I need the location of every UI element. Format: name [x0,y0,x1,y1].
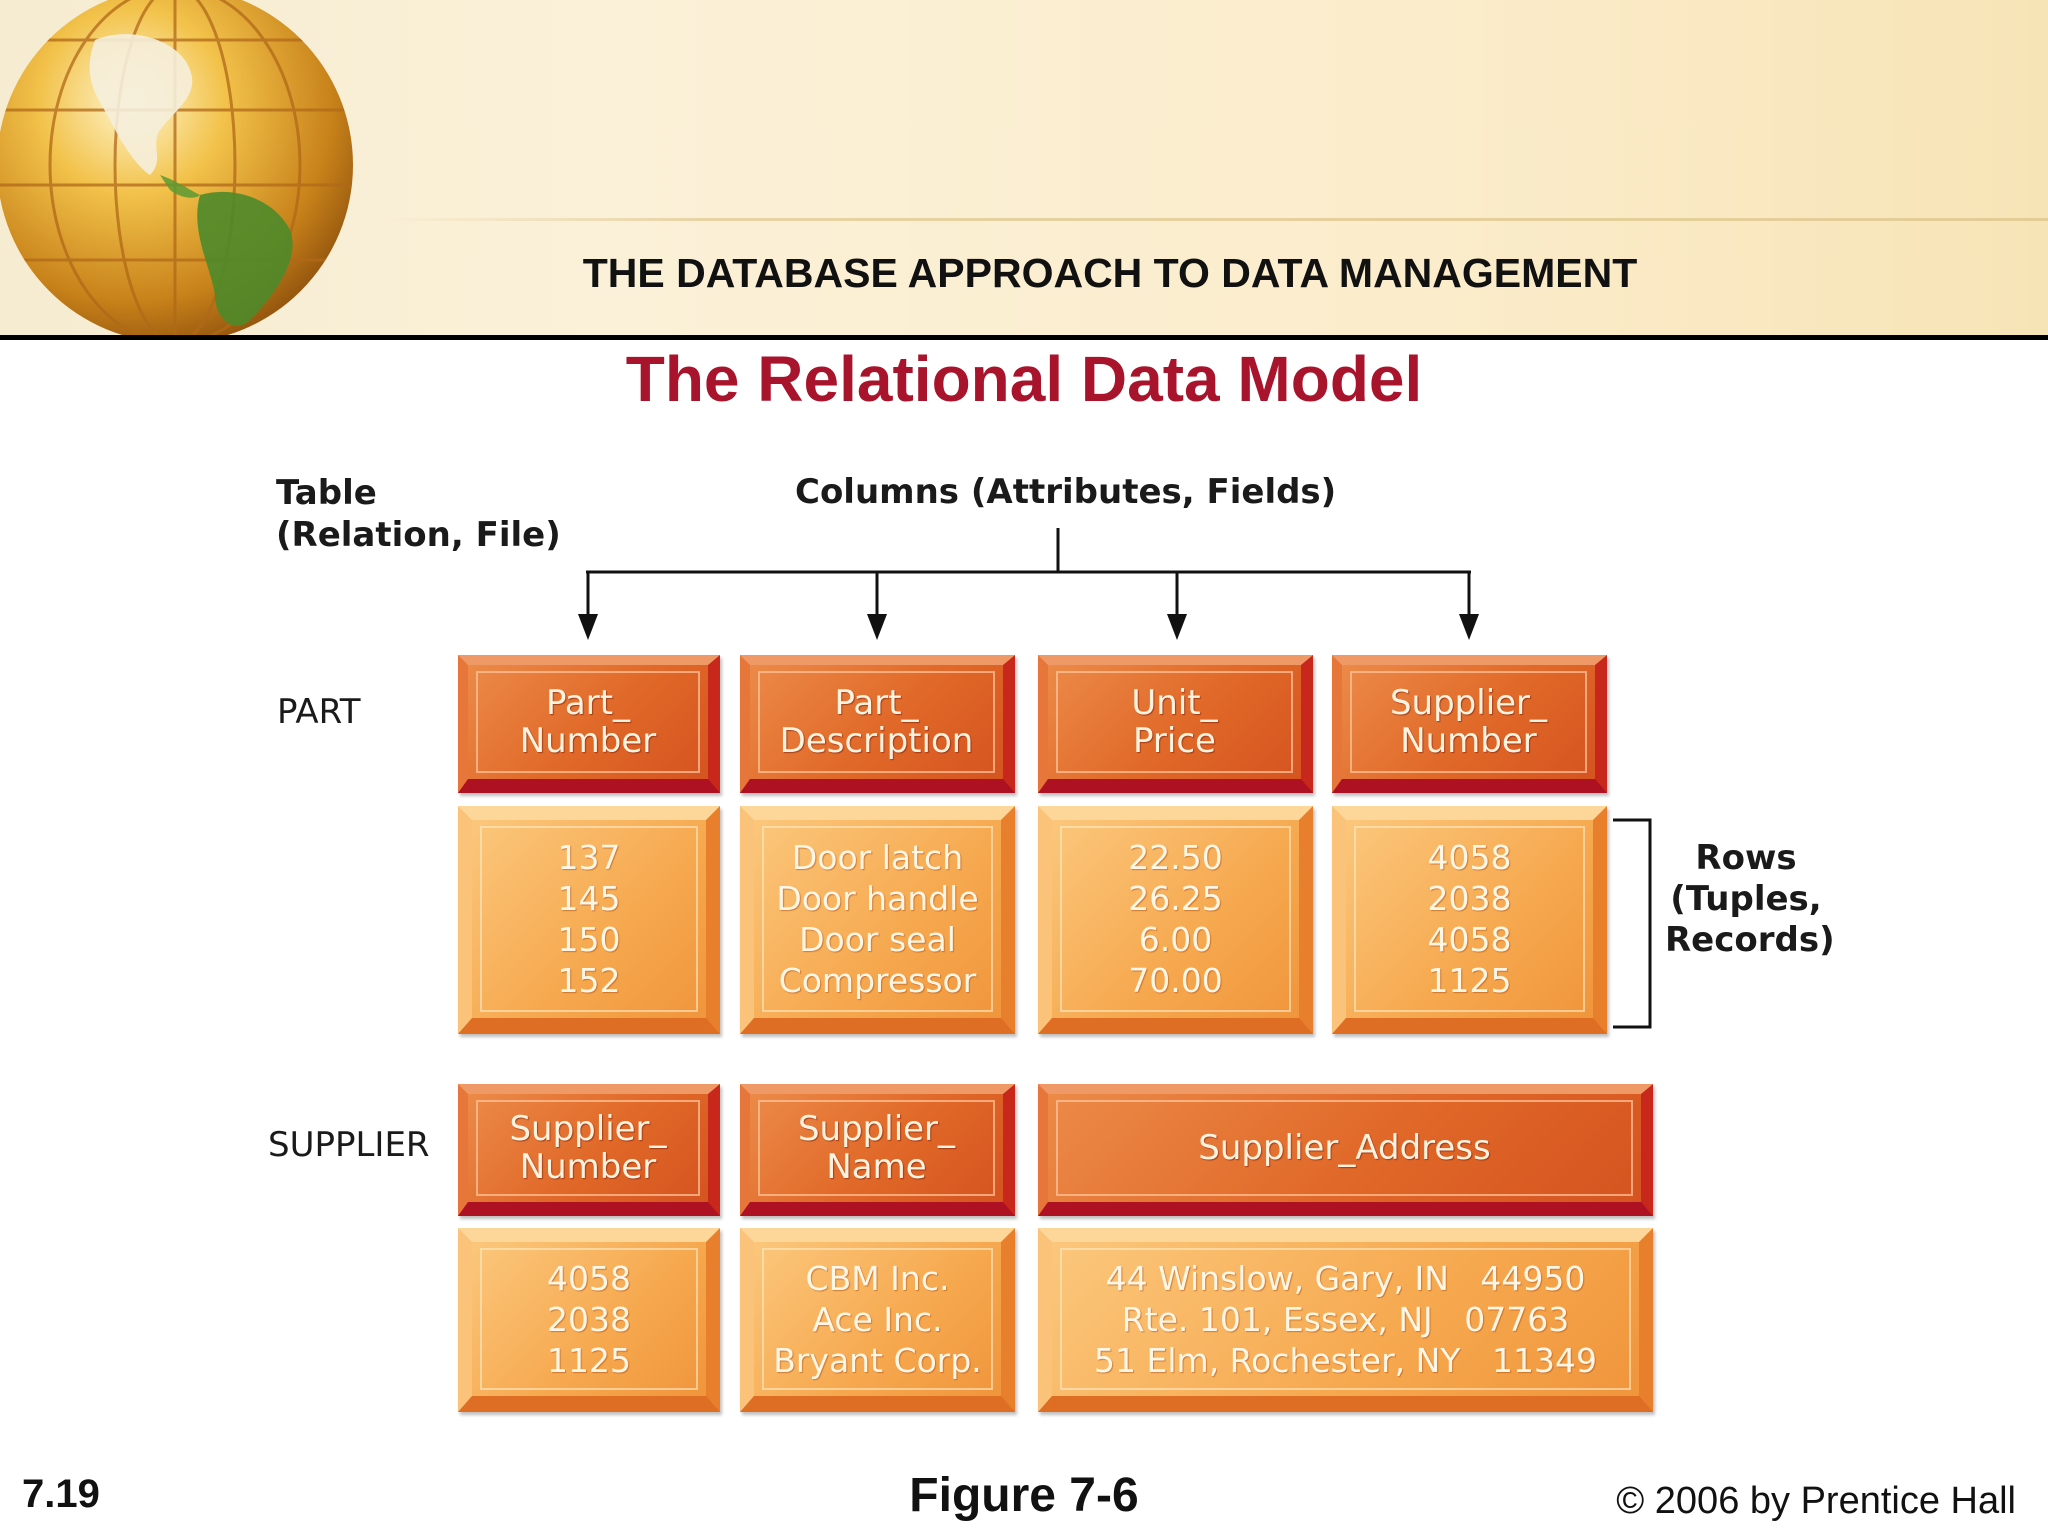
part-data-supplier-number: 4058 2038 4058 1125 [1332,806,1607,1034]
header-line: Description [779,721,974,761]
header-line: Name [826,1147,927,1187]
header-accent-line [380,218,2048,221]
part-table-label: PART [277,692,361,732]
section-title: THE DATABASE APPROACH TO DATA MANAGEMENT [582,250,1638,296]
header-line: Supplier_ [1389,683,1548,723]
table-cell: 2038 [1427,879,1512,918]
table-cell: Door handle [776,879,979,918]
supplier-data-supplier-number: 4058 2038 1125 [458,1228,720,1412]
table-cell: Door latch [791,838,964,877]
part-data-unit-price: 22.50 26.25 6.00 70.00 [1038,806,1313,1034]
header-line: Part_ [545,683,631,723]
part-data-part-description: Door latch Door handle Door seal Compres… [740,806,1015,1034]
table-cell: 150 [557,920,621,959]
table-cell: 1125 [547,1340,631,1380]
header-divider [0,335,2048,340]
rows-label-line3: Records) [1665,920,1835,960]
table-cell: 22.50 [1128,838,1223,877]
table-cell: Door seal [799,920,956,959]
table-cell: Bryant Corp. [773,1340,982,1380]
header-line: Supplier_ [797,1109,956,1149]
header-line: Number [519,721,657,761]
header-line: Part_ [834,683,919,723]
header-line: Unit_ [1131,683,1218,723]
table-cell: 26.25 [1128,879,1223,918]
table-label-line1: Table [276,473,377,513]
table-cell: 70.00 [1128,961,1223,1000]
table-cell: Compressor [778,961,977,1000]
table-cell: 51 Elm, Rochester, NY 11349 [1094,1340,1597,1380]
supplier-data-supplier-name: CBM Inc. Ace Inc. Bryant Corp. [740,1228,1015,1412]
supplier-header-supplier-name: Supplier_ Name [740,1084,1015,1216]
header-line: Supplier_Address [1198,1128,1491,1168]
columns-label: Columns (Attributes, Fields) [795,472,1337,512]
table-cell: Rte. 101, Essex, NJ 07763 [1121,1299,1570,1339]
page-number: 7.19 [22,1472,100,1516]
copyright-notice: © 2006 by Prentice Hall [1616,1480,2016,1522]
table-cell: 137 [557,838,621,877]
table-label: Table (Relation, File) [276,472,561,556]
rows-label-line1: Rows [1695,838,1797,878]
table-cell: 1125 [1427,961,1512,1000]
slide-title: The Relational Data Model [625,343,1423,415]
supplier-table-label: SUPPLIER [268,1125,430,1165]
header-line: Number [519,1147,657,1187]
supplier-header-supplier-address: Supplier_Address [1038,1084,1653,1216]
header-line: Price [1133,721,1216,761]
rows-label: Rows (Tuples, Records) [1665,838,1835,961]
supplier-data-supplier-address: 44 Winslow, Gary, IN 44950 Rte. 101, Ess… [1038,1228,1653,1412]
part-header-part-number: Part_ Number [458,655,720,793]
table-cell: Ace Inc. [812,1299,943,1339]
table-cell: 44 Winslow, Gary, IN 44950 [1105,1258,1586,1298]
table-cell: 152 [557,961,621,1000]
rows-label-line2: (Tuples, [1670,879,1822,919]
table-label-line2: (Relation, File) [276,515,561,555]
arrowhead-part-description-icon [867,614,887,640]
supplier-header-supplier-number: Supplier_ Number [458,1084,720,1216]
header-line: Supplier_ [509,1109,667,1149]
table-cell: 4058 [547,1258,631,1298]
part-header-unit-price: Unit_ Price [1038,655,1313,793]
table-cell: CBM Inc. [805,1258,950,1298]
globe-logo-icon [0,0,353,335]
figure-caption: Figure 7-6 [909,1469,1139,1522]
table-cell: 145 [557,879,621,918]
table-cell: 4058 [1427,920,1512,959]
part-data-part-number: 137 145 150 152 [458,806,720,1034]
arrowhead-supplier-number-icon [1459,614,1479,640]
table-cell: 6.00 [1138,920,1213,959]
part-header-part-description: Part_ Description [740,655,1015,793]
arrowhead-part-number-icon [578,614,598,640]
table-cell: 2038 [547,1299,631,1339]
table-cell: 4058 [1427,838,1512,877]
header-line: Number [1400,721,1537,761]
arrowhead-unit-price-icon [1167,614,1187,640]
rows-bracket [1613,818,1652,1029]
part-header-supplier-number: Supplier_ Number [1332,655,1607,793]
